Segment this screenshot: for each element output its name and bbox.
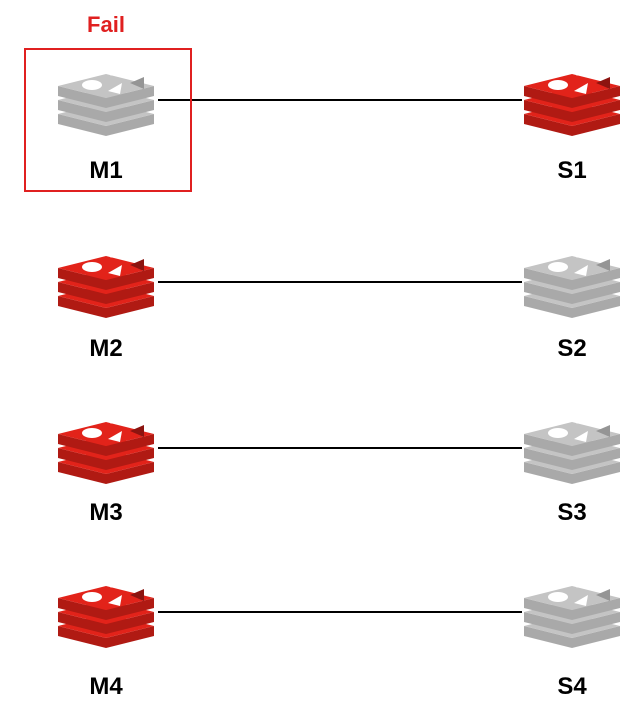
slave-node-icon-4	[524, 579, 620, 648]
master-node-icon-3	[58, 415, 154, 484]
master-label-4: M4	[89, 673, 123, 700]
master-label-2: M2	[89, 335, 122, 362]
master-label-1: M1	[89, 157, 122, 184]
fail-label: Fail	[87, 12, 125, 37]
fail-highlight-box	[24, 48, 192, 192]
failure-marker: Fail	[24, 12, 192, 192]
slave-label-4: S4	[557, 673, 587, 700]
slave-label-3: S3	[557, 499, 586, 526]
master-node-icon-1	[58, 67, 154, 136]
replication-links	[158, 99, 522, 613]
slave-node-icon-2	[524, 249, 620, 318]
master-node-icon-4	[58, 579, 154, 648]
master-label-3: M3	[89, 499, 122, 526]
slave-node-icon-1	[524, 67, 620, 136]
slave-label-2: S2	[557, 335, 586, 362]
master-node-icon-2	[58, 249, 154, 318]
slave-node-icon-3	[524, 415, 620, 484]
slave-label-1: S1	[557, 157, 586, 184]
